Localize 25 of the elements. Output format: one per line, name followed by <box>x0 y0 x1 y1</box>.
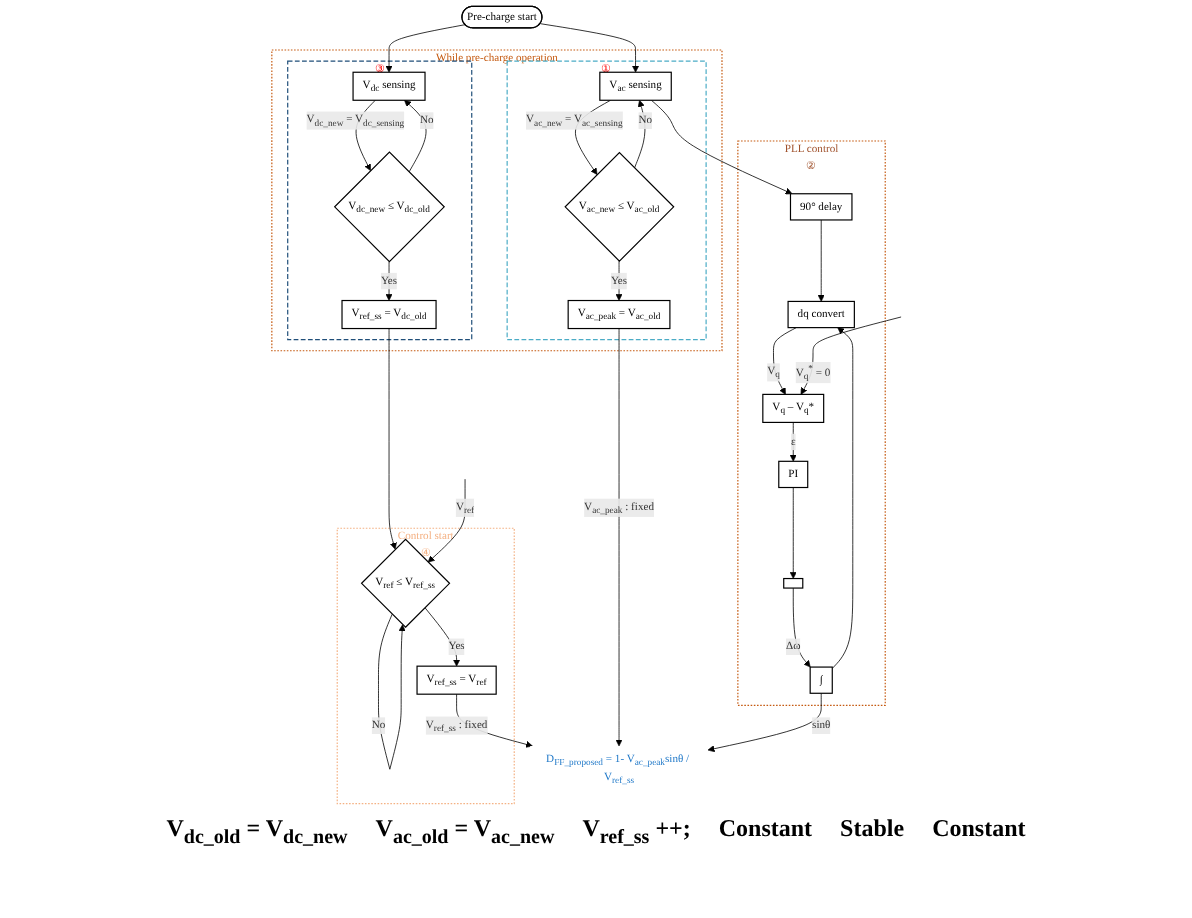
node-box <box>416 665 497 695</box>
node-box <box>567 299 671 330</box>
node-box <box>352 71 426 101</box>
cluster <box>506 60 707 341</box>
note-text: V$_{ac_old}$ = V$_{ac_new}$ <box>375 814 555 849</box>
node-box <box>783 577 804 589</box>
note-text: Constant <box>718 814 813 846</box>
node-box <box>809 666 833 694</box>
node-box <box>762 393 825 423</box>
note-text: Stable <box>840 814 905 846</box>
node-box <box>789 193 853 221</box>
note-text: V$_{ref_ss}$ ++; <box>582 814 691 849</box>
node-box <box>599 71 672 101</box>
node-diamond <box>564 151 675 262</box>
node-box <box>787 300 855 329</box>
node-diamond <box>360 538 451 629</box>
cluster <box>336 527 515 805</box>
cluster <box>271 49 723 352</box>
cluster <box>287 60 473 341</box>
node-box <box>778 460 809 489</box>
node-box <box>341 299 437 330</box>
node-diamond <box>333 151 446 263</box>
cluster <box>737 140 886 706</box>
note-text: V$_{dc_old}$ = V$_{dc_new}$ <box>166 814 348 849</box>
note-text: Constant <box>932 814 1026 846</box>
